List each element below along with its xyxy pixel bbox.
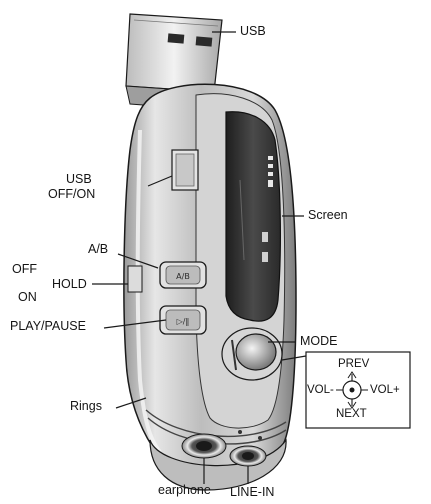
earphone-label: earphone: [158, 483, 211, 497]
play-pause-label: PLAY/PAUSE: [10, 319, 86, 333]
mode-joystick[interactable]: [221, 327, 283, 381]
hold-switch[interactable]: [127, 265, 143, 293]
leader-lines: [92, 31, 307, 484]
play-pause-button[interactable]: ▷/‖: [159, 305, 207, 335]
hold-label: HOLD: [52, 277, 87, 291]
mode-label: MODE: [300, 334, 338, 348]
usb-switch-label-line1: USB: [66, 172, 92, 186]
on-label: ON: [18, 290, 37, 304]
usb-switch-leader: [147, 175, 173, 187]
ab-label: A/B: [88, 242, 109, 256]
ab-leader: [117, 253, 159, 269]
usb-switch-label-line2: OFF/ON: [48, 187, 96, 201]
play-pause-leader: [103, 319, 167, 329]
usb-switch[interactable]: [171, 149, 199, 191]
bottom-face: [149, 430, 287, 491]
ab-button-glyph: A/B: [176, 272, 190, 281]
screen-label: Screen: [308, 208, 348, 222]
usb-label: USB: [240, 24, 266, 38]
joystick-callout: [305, 351, 411, 429]
off-label: OFF: [12, 262, 37, 276]
joystick-prev-label: PREV: [338, 358, 370, 370]
joystick-next-label: NEXT: [336, 408, 367, 420]
joystick-callout-leader: [281, 355, 307, 361]
line-in-label: LINE-IN: [230, 485, 275, 499]
joystick-vol-minus-label: VOL-: [307, 384, 334, 396]
play-pause-glyph: ▷/‖: [177, 317, 190, 326]
joystick-vol-plus-label: VOL+: [370, 384, 400, 396]
rings-leader: [115, 397, 147, 409]
rings-label: Rings: [70, 399, 102, 413]
ab-button[interactable]: A/B: [159, 261, 207, 289]
lcd-screen: [225, 111, 281, 322]
